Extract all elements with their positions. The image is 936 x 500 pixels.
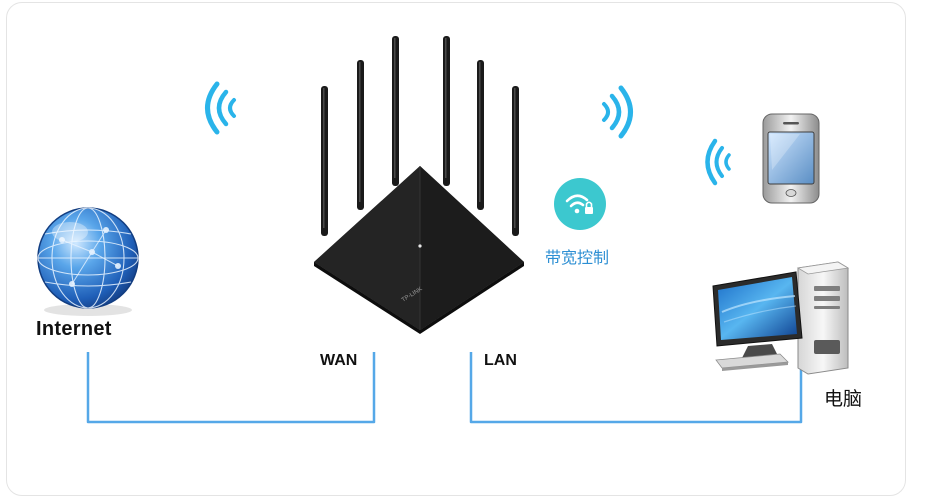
bandwidth-control-icon [554,178,606,230]
lan-port-label: LAN [484,352,517,369]
wifi-signal-icon [705,138,731,186]
bandwidth-control-label: 带宽控制 [545,248,610,267]
lan-connection-line [469,352,803,424]
wifi-signal-icon [602,85,633,139]
smartphone-icon [762,113,820,204]
router-device: TP-LINK [314,36,524,334]
desktop-computer-icon [712,261,850,375]
internet-label: Internet [36,318,112,340]
wan-port-label: WAN [320,352,358,369]
internet-globe-icon [37,207,139,316]
wan-connection-line [86,352,376,424]
computer-label: 电脑 [824,388,863,410]
diagram-frame [6,2,906,496]
wifi-signal-icon [205,81,236,135]
